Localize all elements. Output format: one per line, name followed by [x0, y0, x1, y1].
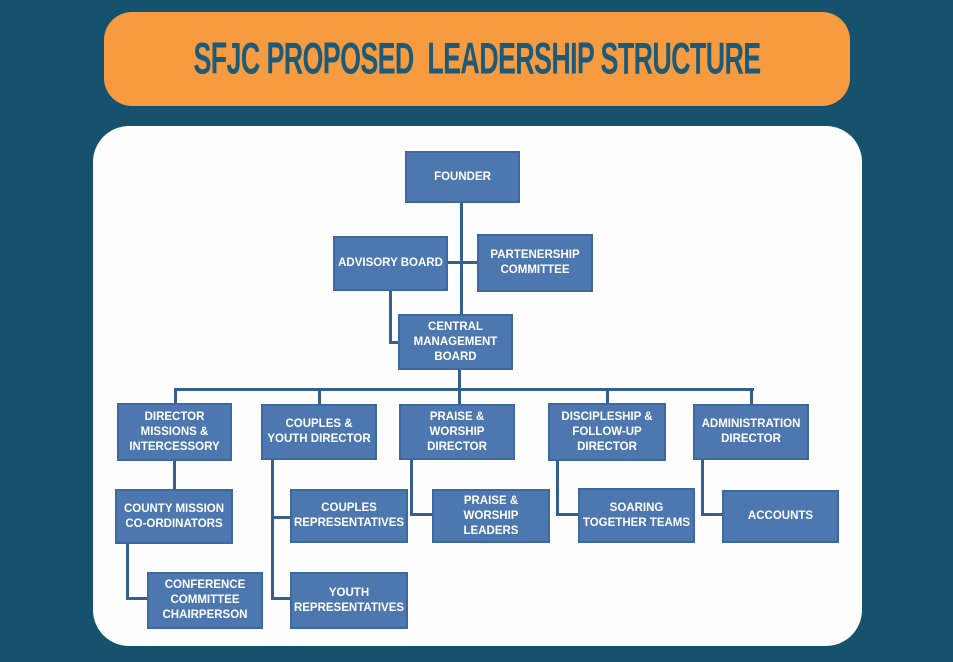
connector-praise-elbow-v — [410, 460, 413, 516]
connector-admin-elbow-h — [701, 513, 722, 516]
connector-admin-elbow-v — [701, 460, 704, 516]
org-node-youth-representatives: YOUTH REPRESENTATIVES — [290, 572, 408, 629]
connector-praise-elbow-h — [410, 513, 432, 516]
org-node-soaring-together-teams: SOARING TOGETHER TEAMS — [578, 488, 695, 543]
connector-to-youth-reps — [271, 597, 290, 600]
org-node-label: COUNTY MISSION CO-ORDINATORS — [123, 502, 225, 530]
org-node-label: COUPLES REPRESENTATIVES — [293, 502, 405, 529]
org-node-label: PRAISE & WORSHIP DIRECTOR — [427, 410, 487, 453]
org-node-label: ADMINISTRATION DIRECTOR — [701, 418, 801, 445]
connector-drop-praise-worship — [458, 388, 461, 405]
title-banner: SFJC PROPOSED LEADERSHIP STRUCTURE — [104, 12, 850, 106]
org-node-couples-youth-director: COUPLES & YOUTH DIRECTOR — [261, 404, 377, 460]
connector-advisory-elbow-h — [389, 341, 399, 344]
org-node-advisory-board: ADVISORY BOARD — [333, 236, 448, 291]
connector-advisory-elbow-v — [389, 291, 392, 344]
org-node-label: ACCOUNTS — [747, 510, 814, 522]
connector-drop-administration — [750, 388, 753, 405]
org-node-label: PARTENERSHIP COMMITTEE — [490, 249, 580, 276]
org-node-county-mission-co-ordinators: COUNTY MISSION CO-ORDINATORS — [115, 489, 233, 544]
org-node-central-management-board: CENTRAL MANAGEMENT BOARD — [398, 314, 513, 370]
connector-advisory-partnership-stub — [448, 261, 477, 264]
org-node-label: CONFERENCE COMMITTEE CHAIRPERSON — [162, 579, 248, 621]
org-node-praise-worship-leaders: PRAISE & WORSHIP LEADERS — [432, 489, 550, 543]
page-title: SFJC PROPOSED LEADERSHIP STRUCTURE — [193, 33, 761, 84]
connector-county-elbow-h — [126, 597, 147, 600]
org-node-partnership-committee: PARTENERSHIP COMMITTEE — [477, 234, 593, 292]
connector-discipleship-elbow-h — [556, 513, 578, 516]
connector-to-couples-reps — [271, 516, 290, 519]
org-node-label: DIRECTOR MISSIONS & INTERCESSORY — [129, 410, 220, 453]
org-node-label: SOARING TOGETHER TEAMS — [582, 501, 691, 529]
connector-drop-missions — [174, 388, 177, 404]
org-node-director-missions-intercessory: DIRECTOR MISSIONS & INTERCESSORY — [117, 403, 232, 461]
org-node-label: ADVISORY BOARD — [338, 257, 443, 269]
connector-drop-discipleship — [606, 388, 609, 404]
org-node-discipleship-follow-up-director: DISCIPLESHIP & FOLLOW-UP DIRECTOR — [548, 403, 666, 461]
connector-drop-couples-youth — [318, 388, 321, 405]
connector-rail — [174, 388, 754, 391]
connector-discipleship-elbow-v — [556, 461, 559, 516]
org-node-label: PRAISE & WORSHIP LEADERS — [463, 494, 519, 537]
org-node-label: YOUTH REPRESENTATIVES — [293, 586, 405, 614]
connector-missions-to-county — [173, 461, 176, 489]
org-node-label: FOUNDER — [434, 170, 491, 183]
org-node-label: DISCIPLESHIP & FOLLOW-UP DIRECTOR — [561, 410, 653, 453]
org-node-conference-committee-chairperson: CONFERENCE COMMITTEE CHAIRPERSON — [147, 572, 263, 629]
org-node-couples-representatives: COUPLES REPRESENTATIVES — [290, 489, 408, 543]
org-node-label: COUPLES & YOUTH DIRECTOR — [267, 418, 371, 445]
org-node-administration-director: ADMINISTRATION DIRECTOR — [693, 404, 809, 460]
connector-cmb-to-rail — [458, 370, 461, 390]
connector-couples-youth-trunk — [271, 460, 274, 600]
org-node-praise-worship-director: PRAISE & WORSHIP DIRECTOR — [399, 404, 515, 460]
org-node-founder: FOUNDER — [405, 151, 520, 203]
chart-card — [93, 126, 862, 646]
connector-county-elbow-v — [126, 544, 129, 600]
org-node-label: CENTRAL MANAGEMENT BOARD — [413, 320, 498, 363]
org-node-accounts: ACCOUNTS — [722, 490, 839, 543]
connector-founder-to-cmb — [460, 203, 463, 314]
